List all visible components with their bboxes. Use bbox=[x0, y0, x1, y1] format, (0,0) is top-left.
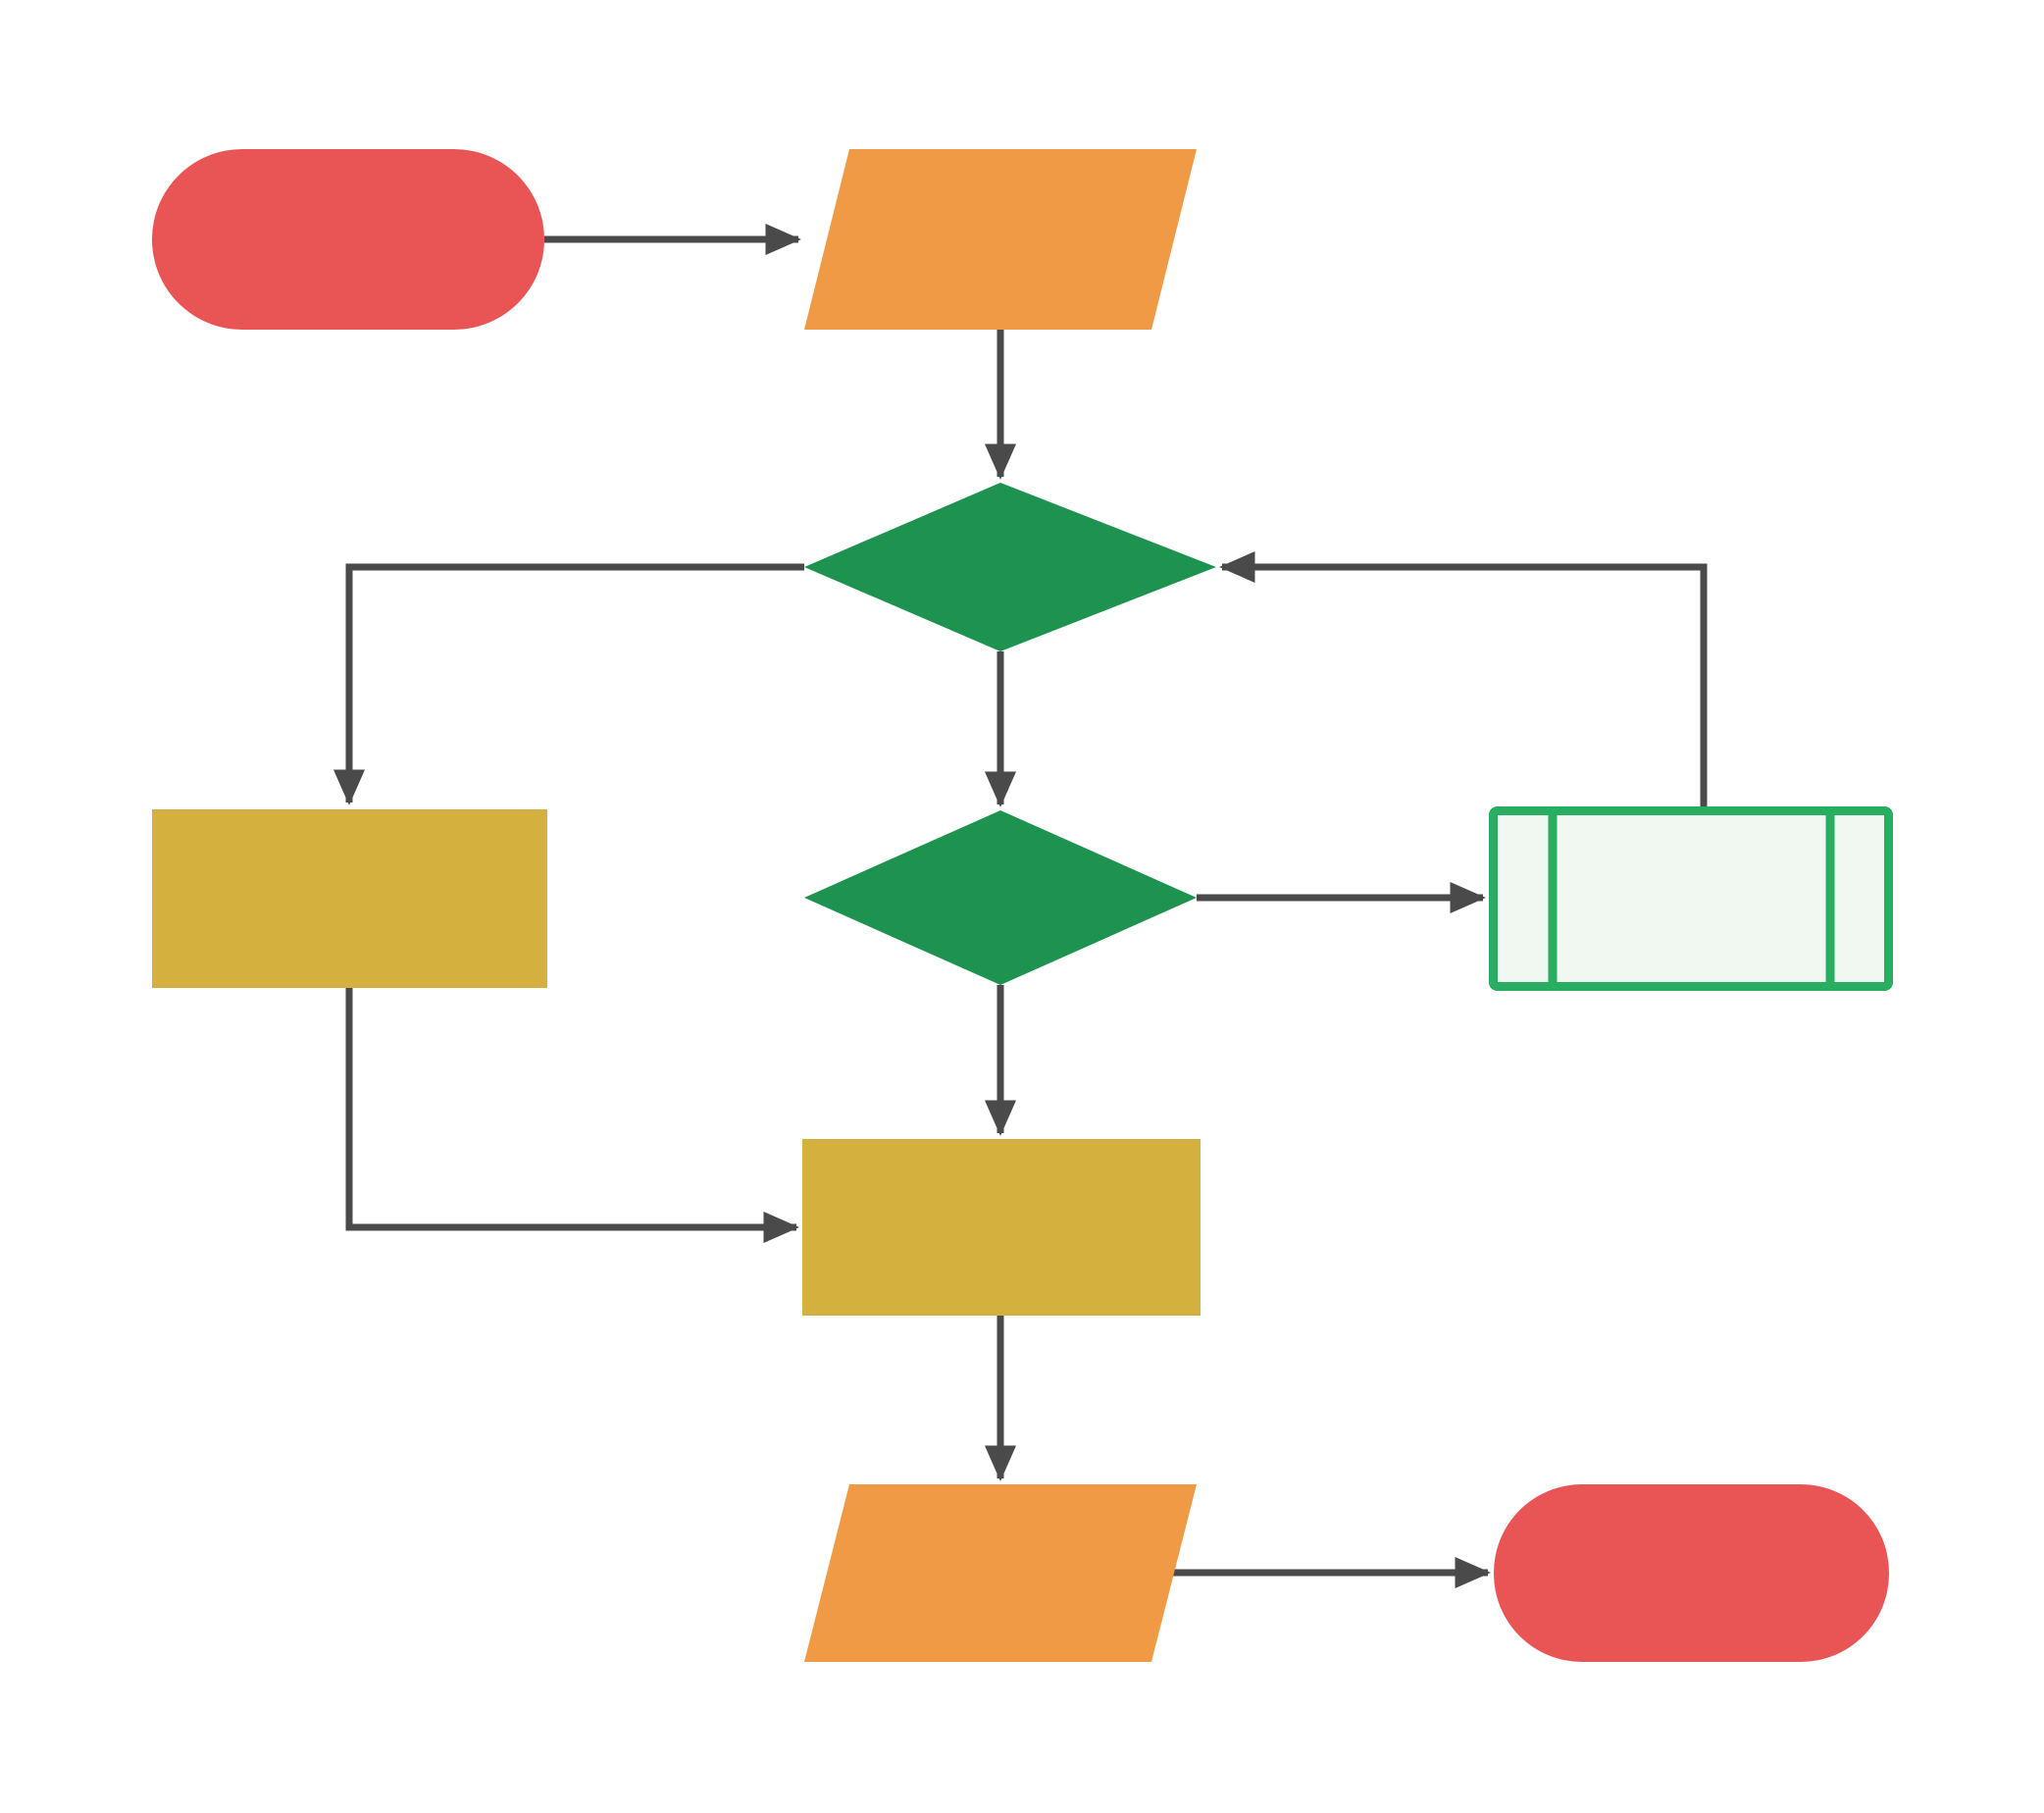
node-layer bbox=[152, 149, 1893, 1662]
predefined-process-shape[interactable] bbox=[1489, 806, 1893, 991]
node-end[interactable] bbox=[1494, 1484, 1889, 1662]
input-shape[interactable] bbox=[804, 149, 1197, 330]
node-predefined-process[interactable] bbox=[1489, 806, 1893, 991]
edge-processleft-processcenter bbox=[345, 988, 799, 1244]
decision-1-shape[interactable] bbox=[804, 483, 1216, 651]
node-output[interactable] bbox=[804, 1484, 1197, 1662]
process-left-shape[interactable] bbox=[152, 809, 547, 988]
edge-layer bbox=[332, 223, 1708, 1589]
edge-decision1-processleft bbox=[332, 563, 804, 805]
decision-2-shape[interactable] bbox=[804, 810, 1197, 985]
edge-predefined-decision1 bbox=[1219, 550, 1708, 806]
end-shape[interactable] bbox=[1494, 1484, 1889, 1662]
node-input[interactable] bbox=[804, 149, 1197, 330]
process-center-shape[interactable] bbox=[802, 1139, 1201, 1316]
node-start[interactable] bbox=[152, 149, 544, 330]
node-decision-1[interactable] bbox=[804, 483, 1216, 651]
node-decision-2[interactable] bbox=[804, 810, 1197, 985]
output-shape[interactable] bbox=[804, 1484, 1197, 1662]
start-shape[interactable] bbox=[152, 149, 544, 330]
node-process-center[interactable] bbox=[802, 1139, 1201, 1316]
node-process-left[interactable] bbox=[152, 809, 547, 988]
